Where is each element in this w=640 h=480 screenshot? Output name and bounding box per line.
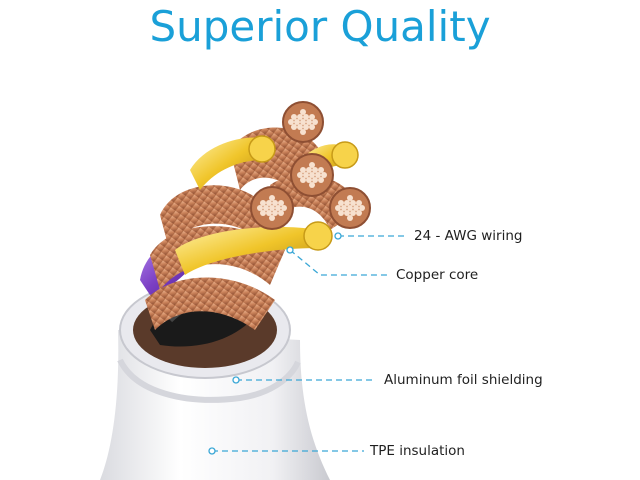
label-tpe-insulation: TPE insulation xyxy=(370,443,465,459)
gold-wires xyxy=(175,135,359,275)
leader-dots xyxy=(208,232,342,455)
label-aluminum-foil-shielding: Aluminum foil shielding xyxy=(384,372,543,388)
strand-end-right xyxy=(329,187,371,229)
page-title: Superior Quality xyxy=(149,2,491,51)
strand-ends xyxy=(250,101,371,230)
leader-copper xyxy=(289,249,390,276)
strand-end-left xyxy=(250,186,294,230)
label-awg-wiring: 24 - AWG wiring xyxy=(414,228,523,244)
strand-end-top xyxy=(282,101,324,143)
leader-lines xyxy=(212,235,408,452)
strand-end-middle xyxy=(290,153,334,197)
label-copper-core: Copper core xyxy=(396,267,479,283)
